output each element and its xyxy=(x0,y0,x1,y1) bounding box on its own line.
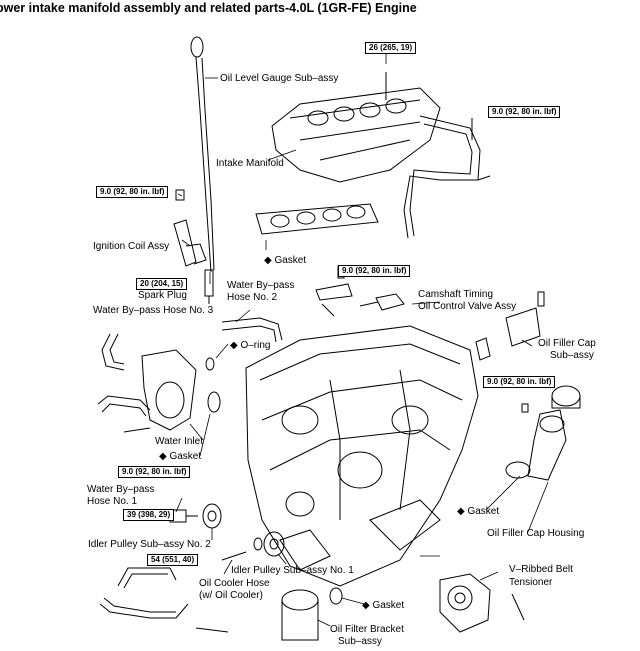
engine-block-drawing xyxy=(246,326,478,586)
torque-spec-39: 39 (398, 29) xyxy=(123,509,175,521)
oil-level-gauge-drawing xyxy=(191,37,214,272)
leader-lines xyxy=(176,52,548,626)
label-gasket-intake: ◆ Gasket xyxy=(264,255,307,266)
label-intake-manifold: Intake Manifold xyxy=(216,158,284,169)
label-oil-filler-cap-line2: Sub–assy xyxy=(550,350,594,361)
water-inlet-drawing xyxy=(124,350,220,432)
camshaft-valve-drawing xyxy=(316,266,490,360)
label-spark-plug: Spark Plug xyxy=(138,290,187,301)
label-gasket-inlet: ◆ Gasket xyxy=(159,451,202,462)
torque-spec-9-camshaft: 9.0 (92, 80 in. lbf) xyxy=(338,265,411,277)
oil-filter-bracket-drawing xyxy=(196,588,342,640)
label-camshaft-timing-line2: Oil Control Valve Assy xyxy=(418,301,517,312)
torque-spec-20: 20 (204, 15) xyxy=(136,278,188,290)
label-vribbed-line2: Tensioner xyxy=(509,577,553,588)
label-idler-pulley-1: Idler Pulley Sub–assy No. 1 xyxy=(231,565,354,576)
torque-spec-9-coil: 9.0 (92, 80 in. lbf) xyxy=(96,186,169,198)
label-water-bypass-hose3: Water By–pass Hose No. 3 xyxy=(93,305,214,316)
spark-plug-drawing xyxy=(205,270,213,304)
label-oil-filter-bracket-line2: Sub–assy xyxy=(338,636,382,647)
page-title: ower intake manifold assembly and relate… xyxy=(0,1,417,15)
torque-spec-9-inlet: 9.0 (92, 80 in. lbf) xyxy=(118,466,191,478)
label-water-bypass-hose1-line2: Hose No. 1 xyxy=(87,496,138,507)
label-vribbed-line1: V–Ribbed Belt xyxy=(509,564,573,575)
label-ignition-coil: Ignition Coil Assy xyxy=(93,241,170,252)
label-oil-cooler-hose-line1: Oil Cooler Hose xyxy=(199,578,270,589)
label-water-bypass-hose1-line1: Water By–pass xyxy=(87,484,155,495)
torque-spec-9-filler: 9.0 (92, 80 in. lbf) xyxy=(483,376,556,388)
idler-pulley-drawing xyxy=(170,504,284,560)
label-gasket-filler: ◆ Gasket xyxy=(457,506,500,517)
intake-gasket-drawing xyxy=(256,204,378,234)
oil-filler-cap-drawing xyxy=(506,292,580,480)
torque-spec-54: 54 (551, 40) xyxy=(147,554,199,566)
label-oil-cooler-hose-line2: (w/ Oil Cooler) xyxy=(199,590,263,601)
label-gasket-bottom: ◆ Gasket xyxy=(362,600,405,611)
label-water-inlet: Water Inlet xyxy=(155,436,203,447)
intake-manifold-drawing xyxy=(272,72,490,238)
label-o-ring: ◆ O–ring xyxy=(230,340,271,351)
label-oil-filler-cap-line1: Oil Filler Cap xyxy=(538,338,596,349)
torque-spec-9-manifold: 9.0 (92, 80 in. lbf) xyxy=(488,106,561,118)
tensioner-drawing xyxy=(440,574,524,632)
torque-spec-26: 26 (265, 19) xyxy=(365,42,417,54)
water-bypass-hoses-drawing xyxy=(98,318,282,416)
label-oil-filler-housing: Oil Filler Cap Housing xyxy=(487,528,585,539)
label-water-bypass-hose2-line2: Hose No. 2 xyxy=(227,292,278,303)
label-oil-level-gauge: Oil Level Gauge Sub–assy xyxy=(220,73,339,84)
label-water-bypass-hose2-line1: Water By–pass xyxy=(227,280,295,291)
oil-cooler-hose-drawing xyxy=(100,568,188,618)
label-oil-filter-bracket-line1: Oil Filter Bracket xyxy=(330,624,404,635)
label-camshaft-timing-line1: Camshaft Timing xyxy=(418,289,494,300)
label-idler-pulley-2: Idler Pulley Sub–assy No. 2 xyxy=(88,539,211,550)
ignition-coil-drawing xyxy=(174,190,206,266)
